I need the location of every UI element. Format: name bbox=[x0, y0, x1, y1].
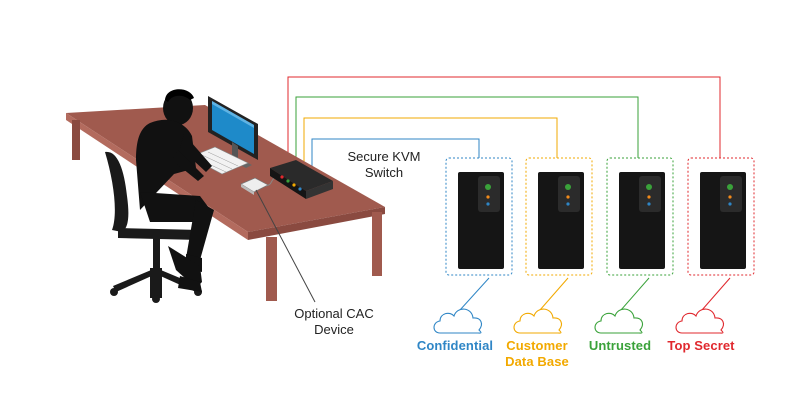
kvm-switch-device bbox=[270, 160, 333, 199]
cac-label-line2: Device bbox=[314, 322, 354, 337]
cac-device bbox=[240, 175, 283, 195]
network-clouds bbox=[433, 308, 724, 334]
network-label-customer: Customer Data Base bbox=[494, 338, 580, 370]
network-label-customer-line1: Customer bbox=[506, 338, 568, 353]
cac-leader-line bbox=[255, 189, 316, 303]
computer-tower-customer bbox=[525, 157, 593, 276]
network-label-customer-line2: Data Base bbox=[505, 354, 569, 369]
network-label-confidential: Confidential bbox=[416, 338, 494, 353]
cable-confidential bbox=[311, 138, 480, 174]
network-label-untrusted: Untrusted bbox=[588, 338, 652, 353]
kvm-switch-label: Secure KVM Switch bbox=[338, 149, 430, 181]
cac-device-label: Optional CAC Device bbox=[282, 306, 386, 338]
cable-top-secret bbox=[287, 76, 721, 168]
cable-customer bbox=[303, 117, 558, 172]
cloud-icon bbox=[675, 308, 724, 334]
computer-towers bbox=[445, 157, 755, 276]
network-label-top-secret: Top Secret bbox=[667, 338, 735, 353]
cloud-icon bbox=[433, 308, 482, 334]
desk-leg-back-left bbox=[72, 120, 80, 160]
kvm-cables bbox=[287, 76, 721, 174]
kvm-label-line2: Switch bbox=[364, 165, 404, 180]
cloud-icon bbox=[513, 308, 562, 334]
cac-label-line1: Optional CAC bbox=[294, 306, 374, 321]
cloud-icon bbox=[594, 308, 643, 334]
computer-tower-confidential bbox=[445, 157, 513, 276]
kvm-label-line1: Secure KVM bbox=[347, 149, 421, 164]
desk-front bbox=[248, 207, 385, 240]
desk-leg-front bbox=[266, 237, 277, 301]
person-silhouette bbox=[136, 89, 214, 292]
network-links bbox=[459, 277, 731, 311]
cable-untrusted bbox=[295, 96, 639, 170]
computer-tower-top-secret bbox=[687, 157, 755, 276]
desk-leg-right bbox=[372, 212, 382, 276]
computer-tower-untrusted bbox=[606, 157, 674, 276]
